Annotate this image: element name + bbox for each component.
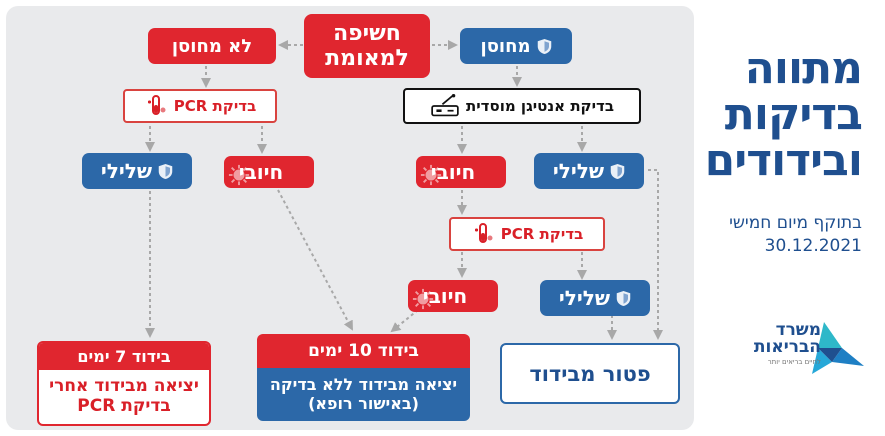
antigen-test-icon — [431, 94, 459, 117]
validity-note: בתוקף מיום חמישי 30.12.2021 — [712, 212, 862, 258]
logo-name-line1: משרד — [775, 320, 821, 340]
negative-label-left: שלילי — [100, 159, 153, 183]
exempt-from-isolation-box: פטור מבידוד — [500, 343, 680, 404]
logo-tagline: לחיים בריאים יותר — [767, 358, 821, 366]
pcr-test-node-left: בדיקת PCR — [123, 89, 277, 123]
virus-icon — [420, 164, 442, 186]
test-tube-icon — [147, 95, 166, 115]
exposure-node: חשיפה למאומת — [304, 14, 430, 78]
antigen-test-node: בדיקת אנטיגן מוסדית — [403, 88, 641, 124]
pcr-test-label-left: בדיקת PCR — [173, 97, 257, 115]
page-title: מתווה בדיקות ובידודים — [704, 43, 863, 186]
exposure-label: חשיפה למאומת — [325, 21, 409, 71]
negative-node-antigen: שלילי — [534, 153, 644, 189]
isolation-7-days-title: בידוד 7 ימים — [77, 347, 171, 366]
isolation-7-days-text: יציאה מבידוד אחרי בדיקת PCR — [49, 376, 199, 416]
positive-node-left: חיובי — [224, 156, 314, 188]
isolation-10-days-box: בידוד 10 ימים יציאה מבידוד ללא בדיקה (בא… — [257, 334, 470, 421]
unvaccinated-label: לא מחוסן — [171, 35, 253, 57]
ministry-of-health-name: משרד הבריאות לחיים בריאים יותר — [753, 320, 821, 367]
negative-node-pcr: שלילי — [540, 280, 650, 316]
vaccinated-label: מחוסן — [480, 35, 531, 57]
isolation-10-days-header: בידוד 10 ימים — [257, 334, 470, 368]
positive-label-antigen: חיובי — [430, 160, 476, 184]
isolation-10-days-text: יציאה מבידוד ללא בדיקה (באישור רופא) — [269, 375, 458, 413]
negative-label-pcr: שלילי — [558, 286, 611, 310]
positive-label-left: חיובי — [238, 160, 284, 184]
validity-date: 30.12.2021 — [764, 236, 862, 256]
isolation-7-days-header: בידוד 7 ימים — [39, 343, 209, 370]
negative-node-left: שלילי — [82, 153, 192, 189]
shield-icon — [158, 163, 173, 179]
shield-icon — [610, 163, 625, 179]
ministry-of-health-logo-icon — [812, 322, 864, 374]
positive-node-pcr: חיובי — [408, 280, 498, 312]
positive-label-pcr: חיובי — [422, 284, 468, 308]
pcr-test-label-mid: בדיקת PCR — [500, 225, 584, 243]
isolation-7-days-box: בידוד 7 ימים יציאה מבידוד אחרי בדיקת PCR — [37, 341, 211, 426]
isolation-10-days-title: בידוד 10 ימים — [308, 341, 419, 361]
shield-icon — [616, 290, 631, 306]
virus-icon — [228, 164, 250, 186]
negative-label-antigen: שלילי — [552, 159, 605, 183]
unvaccinated-node: לא מחוסן — [148, 28, 276, 64]
isolation-7-days-body: יציאה מבידוד אחרי בדיקת PCR — [39, 370, 209, 424]
virus-icon — [412, 288, 434, 310]
pcr-test-node-mid: בדיקת PCR — [449, 217, 605, 251]
logo-name-line2: הבריאות — [753, 337, 821, 357]
antigen-test-label: בדיקת אנטיגן מוסדית — [466, 97, 614, 115]
validity-line: בתוקף מיום חמישי — [729, 213, 862, 233]
exempt-label: פטור מבידוד — [529, 361, 651, 386]
vaccinated-node: מחוסן — [460, 28, 572, 64]
positive-node-antigen: חיובי — [416, 156, 506, 188]
test-tube-icon — [474, 223, 493, 243]
isolation-10-days-body: יציאה מבידוד ללא בדיקה (באישור רופא) — [257, 368, 470, 421]
shield-icon — [537, 38, 551, 54]
